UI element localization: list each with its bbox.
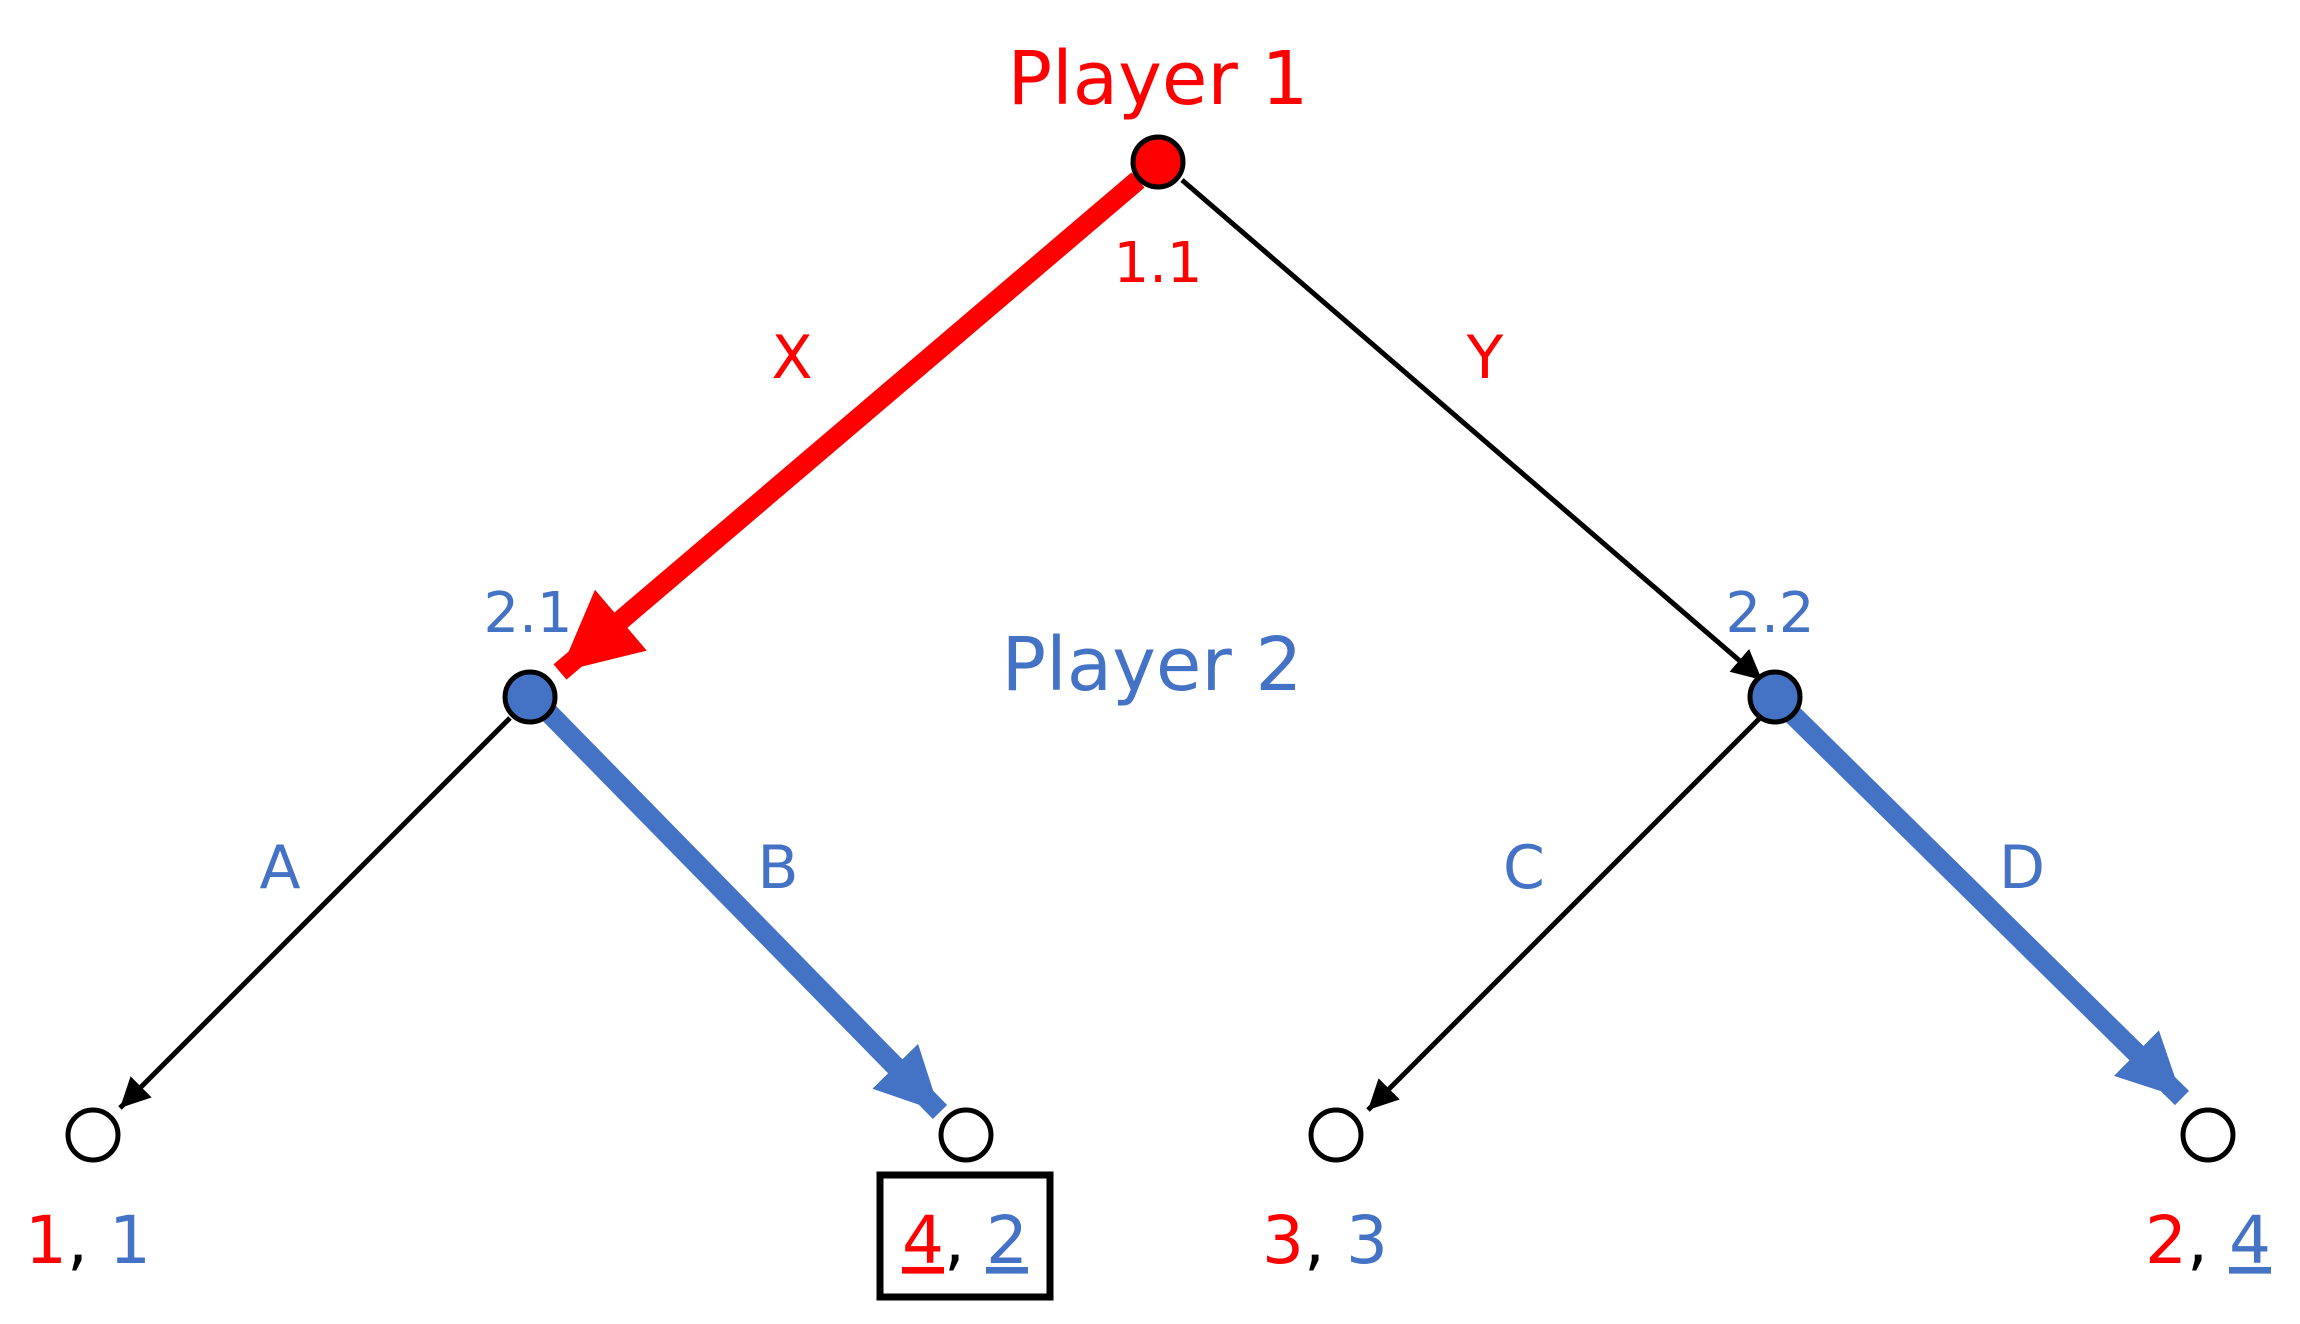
payoff-p2: 4 [2229, 1202, 2271, 1279]
node-2-2-label: 2.2 [1725, 581, 1814, 646]
edge-b [540, 705, 948, 1119]
payoff-p1: 4 [902, 1202, 944, 1279]
edge-a [118, 716, 512, 1110]
player-1-label: Player 1 [1008, 36, 1309, 122]
terminal-node [2180, 1107, 2236, 1163]
node-2-1-label: 2.1 [483, 581, 572, 646]
payoff-p2: 3 [1346, 1202, 1388, 1279]
player-2-label: Player 2 [1002, 622, 1303, 708]
payoff-b: 4, 2 [902, 1202, 1028, 1279]
move-c-label: C [1503, 833, 1545, 903]
root-node [1130, 134, 1186, 190]
equilibrium-box [876, 1171, 1054, 1301]
node-2-1 [502, 669, 558, 725]
terminal-node [65, 1107, 121, 1163]
edge-c [1366, 716, 1762, 1112]
edge-y [1180, 178, 1764, 682]
payoff-p1: 3 [1262, 1202, 1304, 1279]
payoff-p1: 1 [25, 1202, 67, 1279]
node-2-2 [1747, 669, 1803, 725]
move-d-label: D [1999, 833, 2045, 903]
payoff-separator: , [1304, 1202, 1325, 1279]
terminal-node [1308, 1107, 1364, 1163]
payoff-separator: , [2187, 1202, 2208, 1279]
payoff-c: 3, 3 [1262, 1202, 1388, 1279]
edge-d [1782, 704, 2190, 1106]
payoff-p1: 2 [2145, 1202, 2187, 1279]
move-b-label: B [757, 833, 798, 903]
move-x-label: X [771, 323, 812, 393]
move-y-label: Y [1466, 323, 1504, 393]
payoff-separator: , [944, 1202, 965, 1279]
node-1-1-label: 1.1 [1113, 231, 1202, 296]
payoff-p2: 1 [109, 1202, 151, 1279]
payoff-d: 2, 4 [2145, 1202, 2271, 1279]
payoff-separator: , [67, 1202, 88, 1279]
payoff-p2: 2 [986, 1202, 1028, 1279]
payoff-a: 1, 1 [25, 1202, 151, 1279]
terminal-node [938, 1107, 994, 1163]
move-a-label: A [259, 833, 300, 903]
edge-x [553, 172, 1145, 680]
